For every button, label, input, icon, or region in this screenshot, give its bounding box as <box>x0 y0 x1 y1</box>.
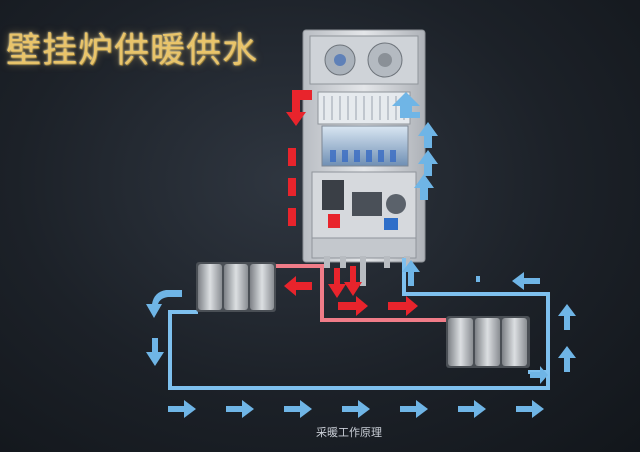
hot-arrow-down-2 <box>344 266 362 296</box>
cold-arrow-bottom-4 <box>342 400 370 418</box>
cold-arrow-corner <box>146 290 182 318</box>
hot-arrow-right-1 <box>338 296 368 316</box>
cold-arrow-bottom-3 <box>284 400 312 418</box>
cold-arrow-left-top <box>512 272 540 290</box>
cold-arrow-bottom-1 <box>168 400 196 418</box>
hot-arrow-right-2 <box>388 296 418 316</box>
cold-arrow-up-right-2 <box>558 346 576 372</box>
cold-arrow-up-4 <box>402 260 420 286</box>
hot-arrow-dash-1 <box>288 148 296 166</box>
hot-arrow-down-1 <box>328 268 346 298</box>
hot-supply-pipe <box>262 264 446 322</box>
diagram-title: 壁挂炉供暖供水 <box>6 31 259 71</box>
cold-arrow-top <box>392 92 420 118</box>
hot-flow-arrows <box>284 90 418 316</box>
radiator-right <box>446 316 530 368</box>
cold-arrow-bottom-5 <box>400 400 428 418</box>
hot-arrow-dash-3 <box>288 208 296 226</box>
radiator-left <box>196 262 276 312</box>
cold-arrow-down-left <box>146 338 164 366</box>
cold-arrow-up-right-1 <box>558 304 576 330</box>
cold-arrow-right-branch <box>530 366 548 384</box>
cold-arrow-up-3 <box>414 174 434 200</box>
cold-arrow-up-2 <box>418 150 438 176</box>
cold-arrow-bottom-2 <box>226 400 254 418</box>
diagram-caption: 采暖工作原理 <box>316 426 382 439</box>
hot-arrow-top <box>286 90 312 126</box>
hot-arrow-left <box>284 276 312 296</box>
cold-flow-arrows <box>146 92 576 418</box>
boiler <box>302 29 426 286</box>
hot-arrow-dash-2 <box>288 178 296 196</box>
cold-arrow-bottom-7 <box>516 400 544 418</box>
cold-arrow-dot <box>476 276 480 282</box>
cold-return-pipe <box>168 258 550 390</box>
cold-arrow-bottom-6 <box>458 400 486 418</box>
cold-arrow-up-1 <box>418 122 438 148</box>
